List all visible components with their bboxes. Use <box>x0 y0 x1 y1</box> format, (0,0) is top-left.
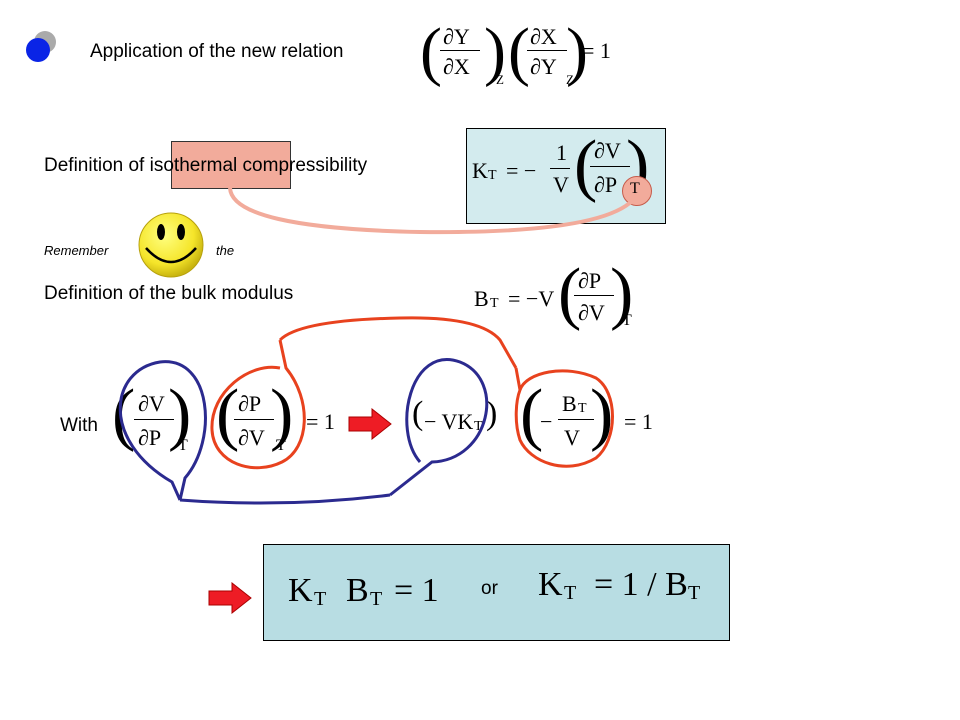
def-isothermal-prefix: Definition of <box>44 155 150 176</box>
blue-bubble-left <box>118 360 207 501</box>
isothermal-highlight <box>171 141 291 189</box>
def-isothermal-suffix: compressibility <box>237 155 368 176</box>
arrow-right-icon <box>348 408 392 440</box>
result-equation-1: K T B T = 1 <box>288 572 439 610</box>
bullet-dot <box>26 38 50 62</box>
relation-equation: ( ∂Y ∂X ) Z ( ∂X ∂Y ) Z = 1 <box>420 15 611 88</box>
remember-left: Remember <box>44 243 109 258</box>
red-bubble-left <box>210 339 306 470</box>
arrow-right-icon <box>208 582 252 614</box>
red-bubble-right <box>514 367 614 468</box>
def-bulk-modulus: Definition of the bulk modulus <box>44 283 294 304</box>
kt-subscript-t: T <box>630 180 640 197</box>
smiley-icon <box>138 212 204 278</box>
pink-connector-loop <box>228 187 635 235</box>
kt-subscript-highlight <box>622 176 652 206</box>
slide-title: Application of the new relation <box>90 41 344 62</box>
result-box <box>263 544 730 641</box>
or-label: or <box>481 578 498 599</box>
result-equation-2: K T = 1 / B T <box>538 566 701 604</box>
def-isothermal-highlight-text: isothermal <box>149 155 238 176</box>
red-top-connector <box>278 316 518 369</box>
blue-bubble-right <box>389 358 489 497</box>
bt-definition-equation: B T = −V ( ∂P ∂V ) T <box>474 255 634 332</box>
remember-right: the <box>216 243 235 258</box>
with-label: With <box>60 415 98 436</box>
blue-bottom-connector <box>179 493 391 505</box>
def-isothermal-line: Definition of isothermal compressibility <box>44 155 367 177</box>
